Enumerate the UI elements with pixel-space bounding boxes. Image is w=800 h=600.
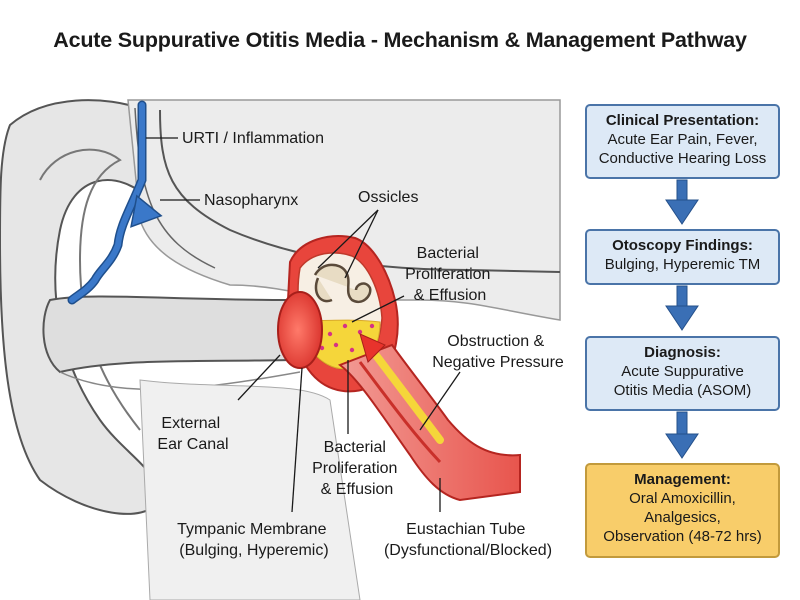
nasopharynx-wall [159,109,561,273]
flow-box-heading: Otoscopy Findings: [612,237,753,254]
external-ear-canal [42,295,291,374]
flow-box-line: Observation (48-72 hrs) [603,528,762,545]
flow-box-line: Otitis Media (ASOM) [613,382,752,399]
flow-box-line: Acute Ear Pain, Fever, [607,131,758,148]
label-bacterial-upper: Bacterial Proliferation & Effusion [405,245,495,304]
label-bacterial-lower: Bacterial Proliferation & Effusion [312,439,402,498]
flow-box-management: Management: Oral Amoxicillin, Analgesics… [585,463,780,558]
eustachian-tube-lumen [358,361,442,464]
flow-box-line: Oral Amoxicillin, [629,490,736,507]
flow-box-line: Bulging, Hyperemic TM [604,256,761,273]
ossicles [313,263,372,304]
page-title: Acute Suppurative Otitis Media - Mechani… [53,28,747,52]
flow-box-heading: Diagnosis: [644,344,721,361]
label-urti: URTI / Inflammation [182,130,324,147]
flow-arrow-2 [665,285,699,331]
label-tympanic: Tympanic Membrane (Bulging, Hyperemic) [177,521,331,559]
tympanic-membrane [277,291,323,369]
flow-box-otoscopy-findings: Otoscopy Findings: Bulging, Hyperemic TM [585,229,780,285]
flow-arrow-1 [665,179,699,225]
flow-box-heading: Management: [634,471,731,488]
lower-bone-region [139,379,361,600]
urti-arrow-head [130,194,163,228]
leader-lines [146,137,461,513]
flow-arrow-3 [665,411,699,459]
label-ossicles: Ossicles [358,189,418,206]
flow-box-diagnosis: Diagnosis: Acute Suppurative Otitis Medi… [585,336,780,411]
label-nasopharynx: Nasopharynx [204,192,298,209]
flow-box-clinical-presentation: Clinical Presentation: Acute Ear Pain, F… [585,104,780,179]
label-external-canal: External Ear Canal [157,415,228,453]
label-eustachian: Eustachian Tube (Dysfunctional/Blocked) [384,521,552,559]
flow-box-line: Conductive Hearing Loss [598,150,767,167]
pressure-arrow-head [359,333,386,363]
pressure-arrow-shaft [368,346,444,444]
flow-box-line: Acute Suppurative [621,363,744,380]
urti-path-fill [69,102,145,303]
flow-arrows [665,179,699,459]
label-obstruction: Obstruction & Negative Pressure [432,333,564,371]
flow-box-heading: Clinical Presentation: [605,112,760,129]
flow-box-line: Analgesics, [644,509,721,526]
